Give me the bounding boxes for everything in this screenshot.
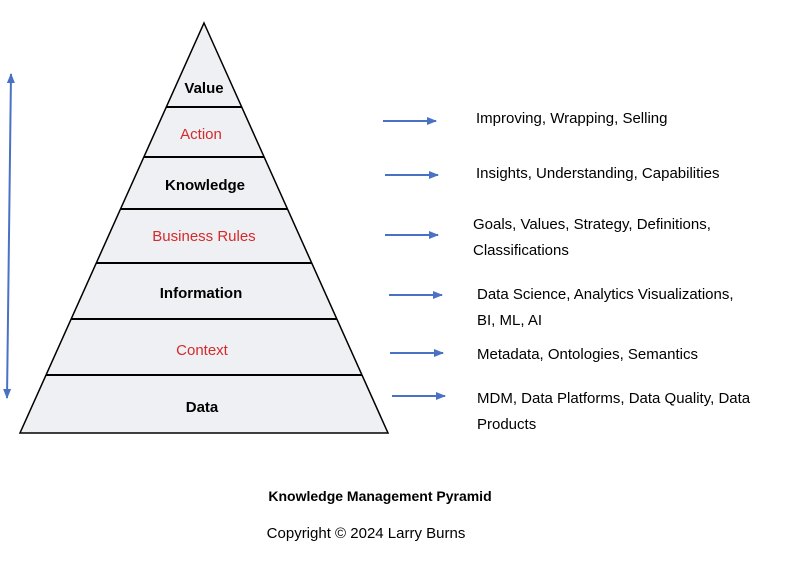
descriptions: Improving, Wrapping, Selling Insights, U… xyxy=(473,110,751,433)
description-metadata: Metadata, Ontologies, Semantics xyxy=(477,346,698,363)
layer-label-action: Action xyxy=(180,126,222,143)
pyramid-triangle xyxy=(18,21,390,434)
description-goals-line1: Goals, Values, Strategy, Definitions, xyxy=(473,216,711,233)
layer-label-context: Context xyxy=(176,342,229,359)
pyramid-layer-labels: Value Action Knowledge Business Rules In… xyxy=(152,80,255,416)
vertical-double-arrow xyxy=(3,73,15,399)
description-goals-line2: Classifications xyxy=(473,242,569,259)
layer-label-business-rules: Business Rules xyxy=(152,228,255,245)
pyramid-layer-dividers xyxy=(46,106,362,376)
description-data-science-line2: BI, ML, AI xyxy=(477,312,542,329)
layer-label-information: Information xyxy=(160,285,243,302)
layer-label-value: Value xyxy=(184,80,223,97)
description-improving: Improving, Wrapping, Selling xyxy=(476,110,667,127)
description-mdm-line1: MDM, Data Platforms, Data Quality, Data xyxy=(477,390,751,407)
layer-label-knowledge: Knowledge xyxy=(165,177,245,194)
layer-label-data: Data xyxy=(186,399,219,416)
right-arrows xyxy=(383,117,446,400)
diagram-title: Knowledge Management Pyramid xyxy=(268,488,491,504)
description-insights: Insights, Understanding, Capabilities xyxy=(476,165,719,182)
copyright-notice: Copyright © 2024 Larry Burns xyxy=(267,525,466,542)
description-mdm-line2: Products xyxy=(477,416,536,433)
description-data-science-line1: Data Science, Analytics Visualizations, xyxy=(477,286,734,303)
